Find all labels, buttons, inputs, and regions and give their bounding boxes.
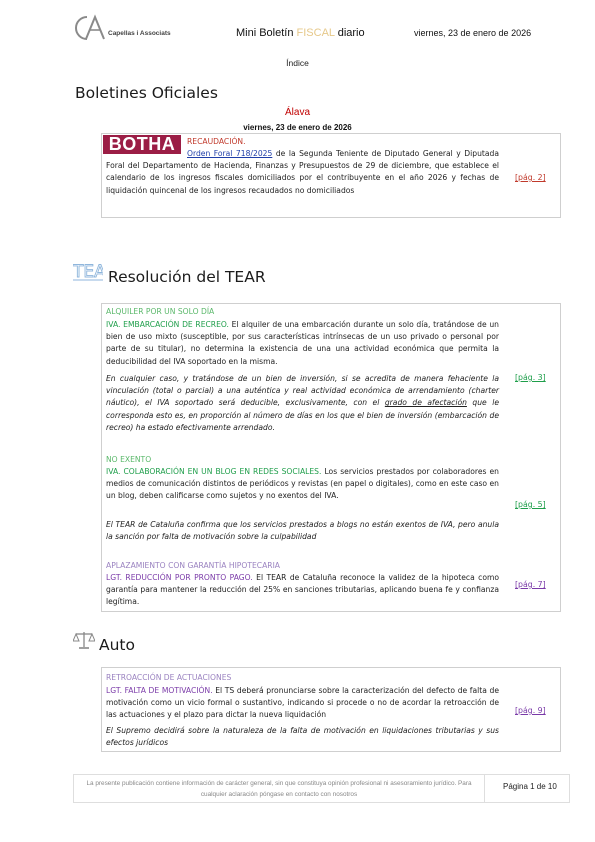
page-link-2[interactable]: [pág. 2] — [515, 173, 546, 182]
page-link-5[interactable]: [pág. 5] — [515, 500, 546, 509]
tear-entries: ALQUILER POR UN SOLO DÍA IVA. EMBARCACIÓ… — [101, 303, 561, 612]
company-logo: Capellas i Associats — [73, 14, 193, 42]
section-heading-tear: Resolución del TEAR — [108, 268, 266, 286]
entry-text: Orden Foral 718/2025 de la Segunda Tenie… — [106, 148, 499, 197]
tear-note-1a: En cualquier caso, y tratándose de un bi… — [106, 374, 499, 408]
tear-text-2: Los servicios prestados por colaboradore… — [106, 467, 499, 501]
auto-category: RETROACCIÓN DE ACTUACIONES — [106, 673, 232, 682]
tear-text-3: El TEAR de Cataluña reconoce la validez … — [106, 573, 500, 607]
scales-of-justice-icon — [73, 632, 95, 649]
ca-logo-icon — [75, 14, 105, 40]
auto-text: El TS deberá pronunciarse sobre la carac… — [106, 686, 499, 720]
title-suffix: diario — [334, 27, 365, 39]
page-link-3[interactable]: [pág. 3] — [515, 373, 546, 382]
footer-disclaimer: La presente publicación contiene informa… — [86, 780, 472, 798]
grado-afectacion: grado de afectación — [384, 398, 467, 408]
page-link-9[interactable]: [pág. 9] — [515, 706, 546, 715]
botha-badge: BOTHA — [103, 135, 181, 154]
tear-category-3: APLAZAMIENTO CON GARANTÍA HIPOTECARIA — [106, 561, 281, 570]
title-prefix: Mini Boletín — [236, 27, 297, 39]
auto-note: El Supremo decidirá sobre la naturaleza … — [106, 726, 499, 748]
tear-category-1: ALQUILER POR UN SOLO DÍA — [106, 307, 215, 316]
tear-entry-2: IVA. COLABORACIÓN EN UN BLOG EN REDES SO… — [106, 466, 499, 503]
boletines-date: viernes, 23 de enero de 2026 — [243, 123, 352, 132]
page-link-7[interactable]: [pág. 7] — [515, 580, 546, 589]
tear-category-2: NO EXENTO — [106, 455, 152, 464]
entry-category: RECAUDACIÓN. — [187, 137, 246, 146]
footer-divider — [484, 774, 485, 803]
section-heading-boletines: Boletines Oficiales — [75, 84, 218, 102]
boletin-entry: BOTHA RECAUDACIÓN. Orden Foral 718/2025 … — [101, 133, 561, 218]
index-label: Índice — [286, 58, 309, 68]
tear-note-1b: que le corresponda esto es, en proporció… — [106, 398, 500, 432]
tear-title-3: LGT. REDUCCIÓN POR PRONTO PAGO. — [106, 573, 253, 582]
tear-note-2: El TEAR de Cataluña confirma que los ser… — [106, 520, 499, 542]
auto-title: LGT. FALTA DE MOTIVACIÓN. — [106, 686, 213, 695]
tear-title-1: IVA. EMBARCACIÓN DE RECREO. — [106, 320, 229, 329]
section-heading-auto: Auto — [99, 636, 135, 654]
orden-foral-link[interactable]: Orden Foral 718/2025 — [187, 149, 273, 158]
tear-text-1: El alquiler de una embarcación durante u… — [106, 320, 499, 366]
tear-logo-text: TEA — [73, 262, 103, 281]
footer — [73, 774, 570, 803]
tear-entry-3: LGT. REDUCCIÓN POR PRONTO PAGO. El TEAR … — [106, 572, 499, 609]
entry-body: de la Segunda Teniente de Diputado Gener… — [106, 149, 499, 195]
auto-entry: RETROACCIÓN DE ACTUACIONES LGT. FALTA DE… — [101, 667, 561, 752]
region-title: Álava — [284, 107, 310, 118]
header-date: viernes, 23 de enero de 2026 — [414, 28, 532, 38]
title-highlight: FISCAL — [296, 27, 335, 39]
tear-logo-icon: TEA — [73, 262, 103, 281]
tear-title-2: IVA. COLABORACIÓN EN UN BLOG EN REDES SO… — [106, 467, 322, 476]
auto-entry-text: LGT. FALTA DE MOTIVACIÓN. El TS deberá p… — [106, 685, 499, 722]
tear-entry-1: IVA. EMBARCACIÓN DE RECREO. El alquiler … — [106, 319, 499, 368]
bulletin-title: Mini Boletín FISCAL diario — [236, 27, 365, 39]
tear-note-1: En cualquier caso, y tratándose de un bi… — [106, 373, 499, 434]
page-number: Página 1 de 10 — [503, 782, 557, 791]
brand-name: Capellas i Associats — [108, 30, 171, 37]
